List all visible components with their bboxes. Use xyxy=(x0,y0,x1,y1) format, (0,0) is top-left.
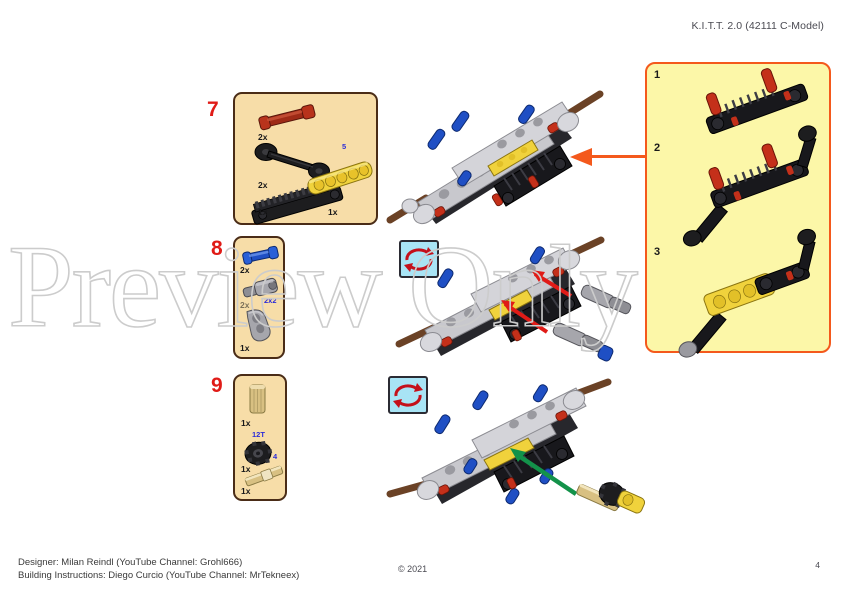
step-number-8: 8 xyxy=(211,237,223,260)
blue-pin-icon xyxy=(242,245,279,265)
tan-connector-icon xyxy=(249,384,266,414)
substep-number-1: 1 xyxy=(654,69,661,81)
substep-2-image xyxy=(682,125,817,247)
rotation-icon-step-9 xyxy=(388,376,428,414)
length-label: 4 xyxy=(273,452,278,461)
detail-callout-box: 1 2 3 xyxy=(645,62,831,358)
qty-label: 2x xyxy=(240,300,250,310)
step-number-7: 7 xyxy=(207,98,219,121)
copyright-notice: © 2021 xyxy=(398,564,428,574)
substep-number-3: 3 xyxy=(654,246,661,258)
designer-credit: Designer: Milan Reindl (YouTube Channel:… xyxy=(18,557,243,569)
axle-gear-subassembly xyxy=(576,481,646,514)
rotate-arrows-icon xyxy=(404,247,434,272)
yellow-beam-5-icon xyxy=(307,161,373,195)
page-number: 4 xyxy=(815,560,820,570)
qty-label: 2x xyxy=(258,132,268,142)
instructions-credit: Building Instructions: Diego Curcio (You… xyxy=(18,570,300,582)
shock-absorber-part xyxy=(552,284,632,362)
rotate-arrows-icon xyxy=(393,383,423,408)
qty-label: 1x xyxy=(328,207,338,217)
qty-label: 1x xyxy=(258,207,268,217)
qty-label: 1x xyxy=(240,343,250,353)
qty-label: 1x xyxy=(241,486,251,496)
parts-box-step-9: 1x 12T 1x 4 xyxy=(233,374,287,501)
grey-panel-icon xyxy=(246,309,271,342)
length-label: 2x2 xyxy=(264,296,277,305)
callout-arrow-head-icon xyxy=(570,148,592,166)
callout-leader-line xyxy=(592,155,646,158)
assembly-image-step-7 xyxy=(386,90,604,225)
blue-pin-detail xyxy=(427,104,535,187)
qty-label: 1x xyxy=(241,418,251,428)
red-friction-pin-icon xyxy=(258,104,316,131)
length-label: 5 xyxy=(342,142,347,151)
substep-3-image xyxy=(678,228,816,358)
substep-number-2: 2 xyxy=(654,142,661,154)
step-number-9: 9 xyxy=(211,374,223,397)
black-gear-12t-icon xyxy=(244,440,273,466)
attach-arrow-green xyxy=(510,448,578,496)
qty-label: 2x xyxy=(240,265,250,275)
assembly-image-step-9 xyxy=(386,378,646,514)
parts-box-step-7: 2x 2x xyxy=(233,92,378,225)
assembly-image-step-8 xyxy=(395,236,632,362)
tan-axle-4-icon xyxy=(244,465,284,487)
length-label: 12T xyxy=(252,430,265,439)
page-title: K.I.T.T. 2.0 (42111 C-Model) xyxy=(691,20,824,32)
footer-credits: Designer: Milan Reindl (YouTube Channel:… xyxy=(18,557,299,583)
qty-label: 2x xyxy=(258,180,268,190)
substep-1-image xyxy=(705,68,809,134)
black-link-beam-icon xyxy=(254,143,330,180)
qty-label: 1x xyxy=(241,464,251,474)
parts-box-step-8: 2x 2x 2x2 1x xyxy=(233,236,285,359)
grey-shock-absorber-icon xyxy=(242,277,278,298)
black-gear-rack-icon xyxy=(251,182,344,225)
rotation-icon-step-8 xyxy=(399,240,439,278)
